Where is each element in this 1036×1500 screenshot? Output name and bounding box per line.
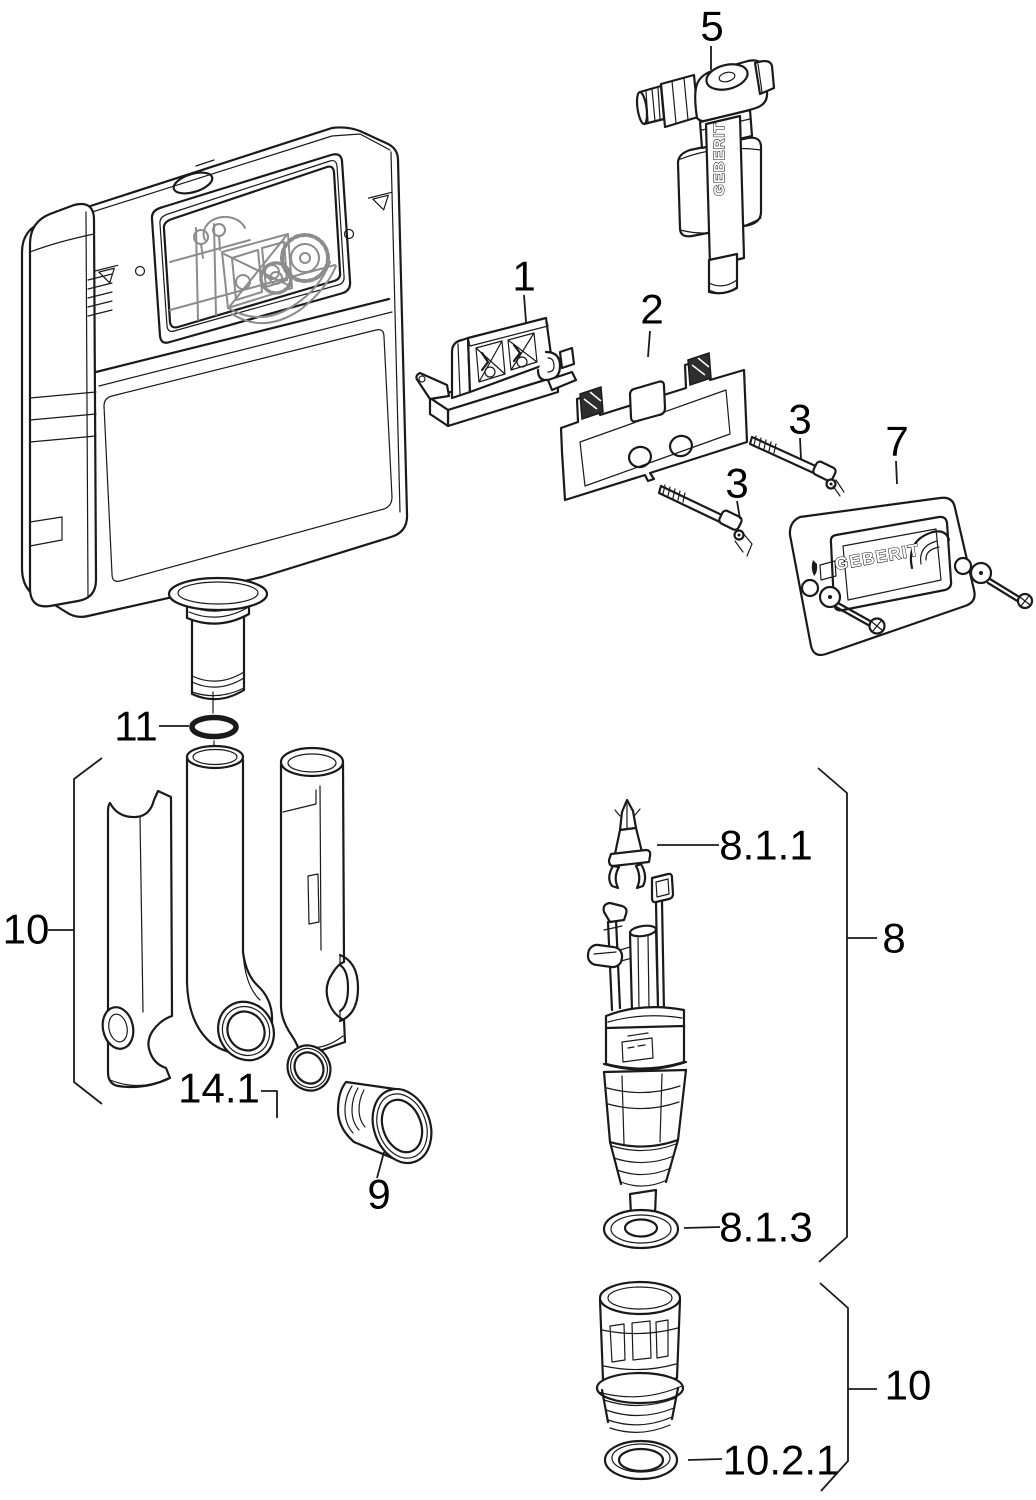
part-label-8.1.3: 8.1.3	[719, 1204, 812, 1251]
part-label-3b: 3	[725, 460, 748, 507]
part-8-1-1-lifter-drawing	[607, 798, 652, 890]
part-label-10.2.1: 10.2.1	[723, 1437, 840, 1484]
cistern-tank-drawing	[20, 126, 409, 701]
leader-line-10.2.1	[687, 1458, 723, 1461]
part-2-protection-plate-drawing	[559, 351, 749, 502]
part-label-10a: 10	[3, 906, 50, 953]
leader-line-3b	[736, 500, 741, 520]
part-label-14.1: 14.1	[178, 1065, 260, 1112]
part-label-2: 2	[640, 286, 663, 333]
part-label-8.1.1: 8.1.1	[719, 822, 812, 869]
part-label-11: 11	[114, 703, 158, 750]
part-label-8: 8	[882, 915, 905, 962]
part-label-1: 1	[512, 253, 535, 300]
part-5-fill-valve-drawing	[635, 59, 776, 295]
leader-line-7	[895, 460, 898, 485]
part-label-9: 9	[367, 1171, 390, 1218]
group-bracket-8	[817, 767, 848, 1263]
part-label-5: 5	[700, 3, 723, 50]
part-10-flush-bend-set-drawing	[101, 744, 360, 1089]
part-1-actuator-bracket-drawing	[415, 316, 578, 428]
part-3-rod-lower-drawing	[657, 484, 753, 557]
part-10-valve-seat-drawing	[595, 1280, 685, 1481]
part-3-rod-upper-drawing	[748, 435, 845, 497]
part-label-3a: 3	[788, 396, 811, 443]
leader-line-8.1.3	[683, 1226, 721, 1229]
leader-line-3a	[799, 437, 802, 460]
group-bracket-14.1	[261, 1090, 278, 1118]
part-9-connector-sleeve-drawing	[336, 1080, 433, 1165]
flush-mechanism-detail	[169, 215, 337, 325]
part-label-10b: 10	[885, 1362, 932, 1409]
part-8-flush-valve-drawing	[586, 798, 688, 1250]
part-10-2-1-seal-drawing	[603, 1439, 679, 1481]
leader-line-9	[376, 1151, 385, 1179]
part-7-control-box-drawing	[788, 496, 1034, 657]
group-bracket-10a	[73, 757, 103, 1105]
part-label-7: 7	[885, 418, 908, 465]
group-bracket-10b	[819, 1282, 849, 1492]
leader-line-2	[647, 330, 651, 358]
brand-mark-1: GEBERIT	[711, 122, 728, 196]
part-8-1-3-washer-drawing	[602, 1208, 680, 1250]
part-14-1-seal-ring-drawing	[286, 1044, 332, 1092]
leader-line-1	[523, 294, 527, 323]
